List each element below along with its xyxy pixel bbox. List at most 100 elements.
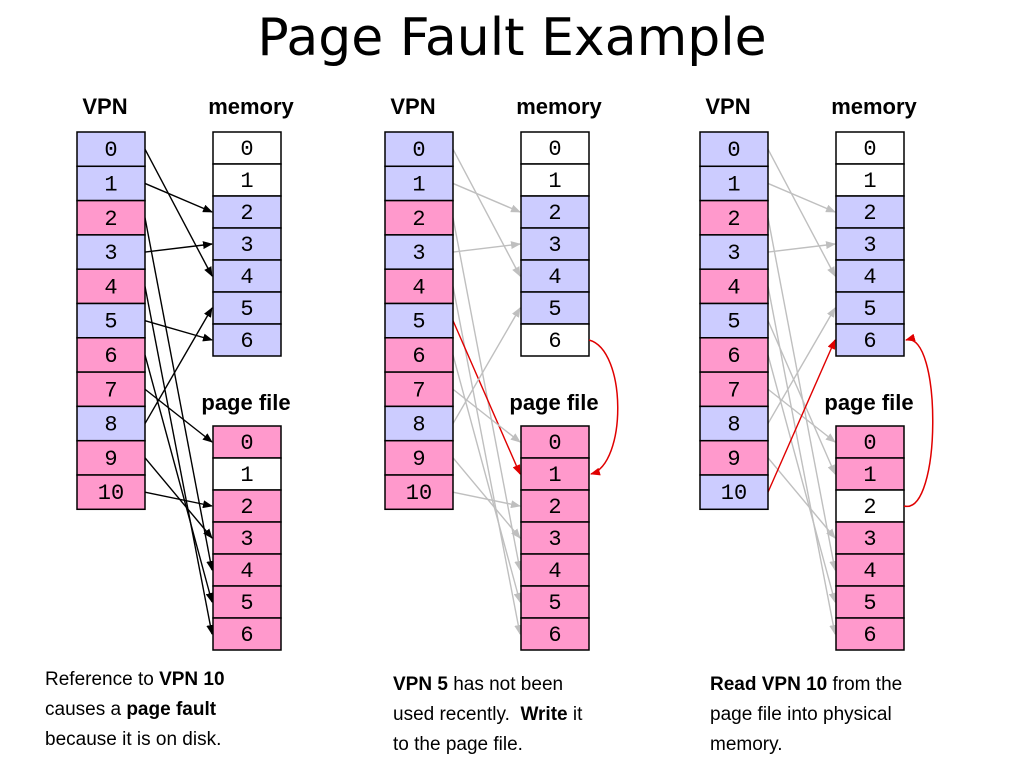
pagefile-cell-label: 4 bbox=[240, 559, 253, 584]
memory-header: memory bbox=[516, 94, 602, 119]
vpn-cell-label: 10 bbox=[721, 481, 747, 506]
vpn-cell-label: 7 bbox=[104, 378, 117, 403]
memory-cell-label: 5 bbox=[548, 297, 561, 322]
caption-segment: it bbox=[567, 704, 583, 725]
vpn-cell-label: 2 bbox=[104, 207, 117, 232]
memory-cell-label: 2 bbox=[240, 201, 253, 226]
pagefile-cell-4 bbox=[212, 553, 282, 587]
mapping-arrow-vpn-2 bbox=[452, 217, 523, 571]
pagefile-cell-3 bbox=[212, 521, 282, 555]
vpn-cell-7 bbox=[76, 371, 146, 408]
mapping-arrow-vpn-8 bbox=[767, 307, 836, 424]
pagefile-cell-label: 5 bbox=[240, 591, 253, 616]
mapping-arrow-vpn-4 bbox=[452, 286, 523, 635]
mapping-arrow-vpn-1 bbox=[452, 182, 521, 213]
pagefile-cell-label: 0 bbox=[240, 431, 253, 456]
mapping-arrow-vpn-1 bbox=[144, 182, 213, 213]
caption-segment: Read VPN 10 bbox=[710, 674, 828, 695]
mapping-arrow-vpn-3 bbox=[144, 241, 213, 253]
mapping-arrows bbox=[452, 148, 523, 635]
vpn-cell-label: 7 bbox=[727, 378, 740, 403]
memory-cell-label: 1 bbox=[548, 169, 561, 194]
vpn-cell-label: 9 bbox=[412, 447, 425, 472]
vpn-cell-label: 10 bbox=[98, 481, 124, 506]
vpn-cell-9 bbox=[76, 439, 146, 476]
memory-cell-3 bbox=[835, 227, 905, 261]
vpn-cell-5 bbox=[384, 302, 454, 339]
pagefile-header: page file bbox=[824, 390, 913, 415]
pagefile-cell-label: 2 bbox=[548, 495, 561, 520]
vpn-cell-8 bbox=[76, 405, 146, 442]
vpn-cell-3 bbox=[384, 234, 454, 270]
pagefile-cell-label: 1 bbox=[240, 463, 253, 488]
mapping-arrow-vpn-3 bbox=[767, 241, 836, 253]
mapping-arrow-vpn-9 bbox=[452, 457, 521, 539]
pagefile-cell-label: 0 bbox=[863, 431, 876, 456]
mapping-arrow-vpn-6 bbox=[452, 354, 522, 603]
mapping-arrow-vpn-10 bbox=[767, 339, 836, 493]
vpn-cell-8 bbox=[384, 405, 454, 442]
vpn-cell-label: 8 bbox=[727, 413, 740, 438]
memory-cell-label: 4 bbox=[863, 265, 876, 290]
pagefile-cell-label: 1 bbox=[863, 463, 876, 488]
mapping-arrows bbox=[144, 148, 215, 635]
vpn-cell-5 bbox=[76, 302, 146, 339]
vpn-cell-1 bbox=[699, 165, 769, 202]
vpn-cell-label: 2 bbox=[412, 207, 425, 232]
memory-cell-label: 6 bbox=[863, 329, 876, 354]
vpn-cell-label: 0 bbox=[412, 138, 425, 163]
mapping-arrow-vpn-5 bbox=[767, 320, 836, 475]
memory-header: memory bbox=[208, 94, 294, 119]
caption-segment: to the page file. bbox=[393, 734, 523, 755]
mapping-arrow-vpn-10 bbox=[144, 491, 213, 509]
mapping-arrow-vpn-6 bbox=[767, 354, 837, 603]
vpn-cell-7 bbox=[699, 371, 769, 408]
caption-line: causes a page fault bbox=[45, 695, 225, 725]
mapping-arrow-vpn-8 bbox=[452, 307, 521, 424]
pagefile-cell-label: 5 bbox=[863, 591, 876, 616]
memory-cell-5 bbox=[520, 291, 590, 325]
caption-segment: Write bbox=[520, 704, 568, 725]
memory-cell-3 bbox=[212, 227, 282, 261]
pagefile-cell-label: 4 bbox=[548, 559, 561, 584]
caption-segment: VPN 10 bbox=[159, 669, 225, 690]
memory-cell-label: 6 bbox=[240, 329, 253, 354]
pagefile-cell-label: 3 bbox=[863, 527, 876, 552]
mapping-arrows bbox=[767, 148, 838, 635]
vpn-cell-label: 9 bbox=[727, 447, 740, 472]
vpn-cell-label: 3 bbox=[412, 241, 425, 266]
memory-cell-label: 2 bbox=[863, 201, 876, 226]
pagefile-cell-label: 2 bbox=[240, 495, 253, 520]
memory-cell-label: 0 bbox=[548, 137, 561, 162]
memory-cell-label: 4 bbox=[240, 265, 253, 290]
memory-cell-label: 1 bbox=[240, 169, 253, 194]
vpn-cell-label: 10 bbox=[406, 481, 432, 506]
swap-curve-arrow bbox=[588, 339, 619, 476]
pagefile-cell-6 bbox=[212, 617, 282, 651]
vpn-cell-9 bbox=[699, 439, 769, 476]
pagefile-cell-2 bbox=[520, 489, 590, 523]
vpn-cell-label: 8 bbox=[104, 413, 117, 438]
caption-segment: causes a bbox=[45, 699, 127, 720]
vpn-cell-10 bbox=[384, 474, 454, 511]
mapping-arrow-vpn-7 bbox=[452, 388, 521, 443]
pagefile-cell-2 bbox=[212, 489, 282, 523]
caption-segment: because it is on disk. bbox=[45, 729, 222, 750]
vpn-cell-10 bbox=[76, 474, 146, 511]
vpn-cell-1 bbox=[76, 165, 146, 202]
vpn-cell-6 bbox=[699, 337, 769, 373]
pagefile-cell-6 bbox=[835, 617, 905, 651]
memory-cell-label: 5 bbox=[240, 297, 253, 322]
pagefile-cell-label: 6 bbox=[548, 623, 561, 648]
vpn-cell-label: 3 bbox=[727, 241, 740, 266]
memory-cell-0 bbox=[212, 131, 282, 165]
mapping-arrow-vpn-9 bbox=[144, 457, 213, 539]
memory-cell-label: 4 bbox=[548, 265, 561, 290]
pagefile-cell-label: 3 bbox=[240, 527, 253, 552]
vpn-cell-10 bbox=[699, 474, 769, 511]
vpn-cell-label: 2 bbox=[727, 207, 740, 232]
